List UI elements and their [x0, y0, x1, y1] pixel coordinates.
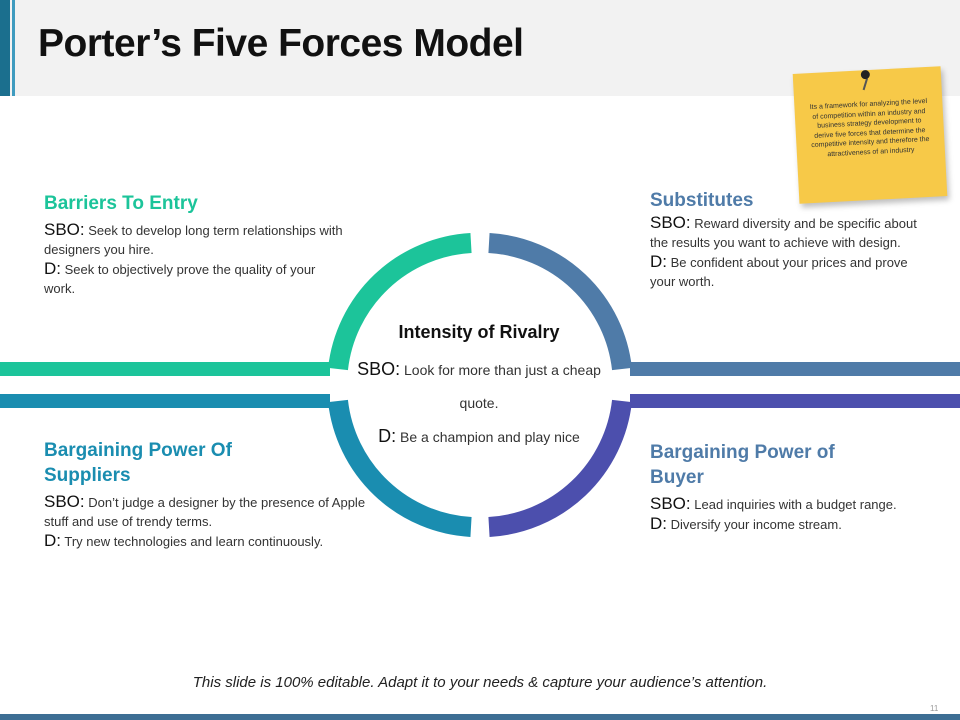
center-sbo-text: Look for more than just a cheap quote. — [404, 362, 601, 411]
buyer-heading: Bargaining Power of Buyer — [650, 442, 835, 488]
suppliers-d-text: Try new technologies and learn continuou… — [64, 534, 324, 549]
barriers-d: D: Seek to objectively prove the quality… — [44, 259, 344, 298]
buyer-block: Bargaining Power of Buyer SBO: Lead inqu… — [650, 440, 940, 534]
accent-bar — [0, 0, 10, 96]
substitutes-d: D: Be confident about your prices and pr… — [650, 252, 936, 291]
d-key: D: — [650, 514, 667, 533]
ring-arc-barriers — [328, 233, 472, 371]
bottom-bar — [0, 714, 960, 720]
substitutes-sbo: SBO: Reward diversity and be specific ab… — [650, 213, 936, 252]
suppliers-block: Bargaining Power Of Suppliers SBO: Don’t… — [44, 438, 374, 551]
barriers-heading: Barriers To Entry — [44, 193, 198, 214]
d-key: D: — [650, 252, 667, 271]
suppliers-sbo: SBO: Don’t judge a designer by the prese… — [44, 492, 374, 531]
substitutes-block: Substitutes SBO: Reward diversity and be… — [650, 188, 936, 291]
center-sbo: SBO: Look for more than just a cheap quo… — [356, 353, 602, 420]
sbo-key: SBO: — [357, 359, 401, 379]
substitutes-heading: Substitutes — [650, 190, 754, 211]
sbo-key: SBO: — [650, 494, 691, 513]
d-key: D: — [44, 531, 61, 550]
connector-bar-top-right — [630, 362, 960, 376]
barriers-block: Barriers To Entry SBO: Seek to develop l… — [44, 191, 344, 298]
suppliers-heading: Bargaining Power Of Suppliers — [44, 440, 232, 486]
buyer-d: D: Diversify your income stream. — [650, 514, 940, 534]
substitutes-sbo-text: Reward diversity and be specific about t… — [650, 216, 917, 250]
buyer-sbo: SBO: Lead inquiries with a budget range. — [650, 494, 940, 514]
footer-note: This slide is 100% editable. Adapt it to… — [192, 674, 768, 691]
buyer-sbo-text: Lead inquiries with a budget range. — [694, 497, 897, 512]
sbo-key: SBO: — [650, 213, 691, 232]
page-number: 11 — [930, 704, 939, 713]
barriers-sbo-text: Seek to develop long term relationships … — [44, 223, 343, 257]
connector-bar-bottom-right — [630, 394, 960, 408]
suppliers-d: D: Try new technologies and learn contin… — [44, 531, 374, 551]
connector-bar-top-left — [0, 362, 330, 376]
center-heading: Intensity of Rivalry — [398, 322, 560, 342]
accent-bar-thin — [12, 0, 15, 96]
center-block: Intensity of Rivalry SBO: Look for more … — [356, 322, 602, 454]
center-d: D: Be a champion and play nice — [356, 420, 602, 454]
pin-needle — [862, 78, 869, 91]
sticky-note-text: Its a framework for analyzing the level … — [809, 97, 930, 158]
sticky-note: Its a framework for analyzing the level … — [792, 66, 948, 204]
barriers-d-text: Seek to objectively prove the quality of… — [44, 262, 316, 296]
ring-arc-buyer — [488, 399, 632, 537]
center-d-text: Be a champion and play nice — [400, 429, 580, 445]
d-key: D: — [378, 426, 397, 446]
ring-arc-substitutes — [488, 233, 632, 371]
connector-bar-bottom-left — [0, 394, 330, 408]
barriers-sbo: SBO: Seek to develop long term relations… — [44, 220, 344, 259]
sbo-key: SBO: — [44, 220, 85, 239]
slide-title: Porter’s Five Forces Model — [38, 22, 524, 65]
buyer-d-text: Diversify your income stream. — [670, 517, 842, 532]
sbo-key: SBO: — [44, 492, 85, 511]
substitutes-d-text: Be confident about your prices and prove… — [650, 255, 908, 289]
suppliers-sbo-text: Don’t judge a designer by the presence o… — [44, 495, 366, 529]
pushpin-icon — [860, 69, 871, 80]
d-key: D: — [44, 259, 61, 278]
ring-arc-suppliers — [328, 399, 472, 537]
